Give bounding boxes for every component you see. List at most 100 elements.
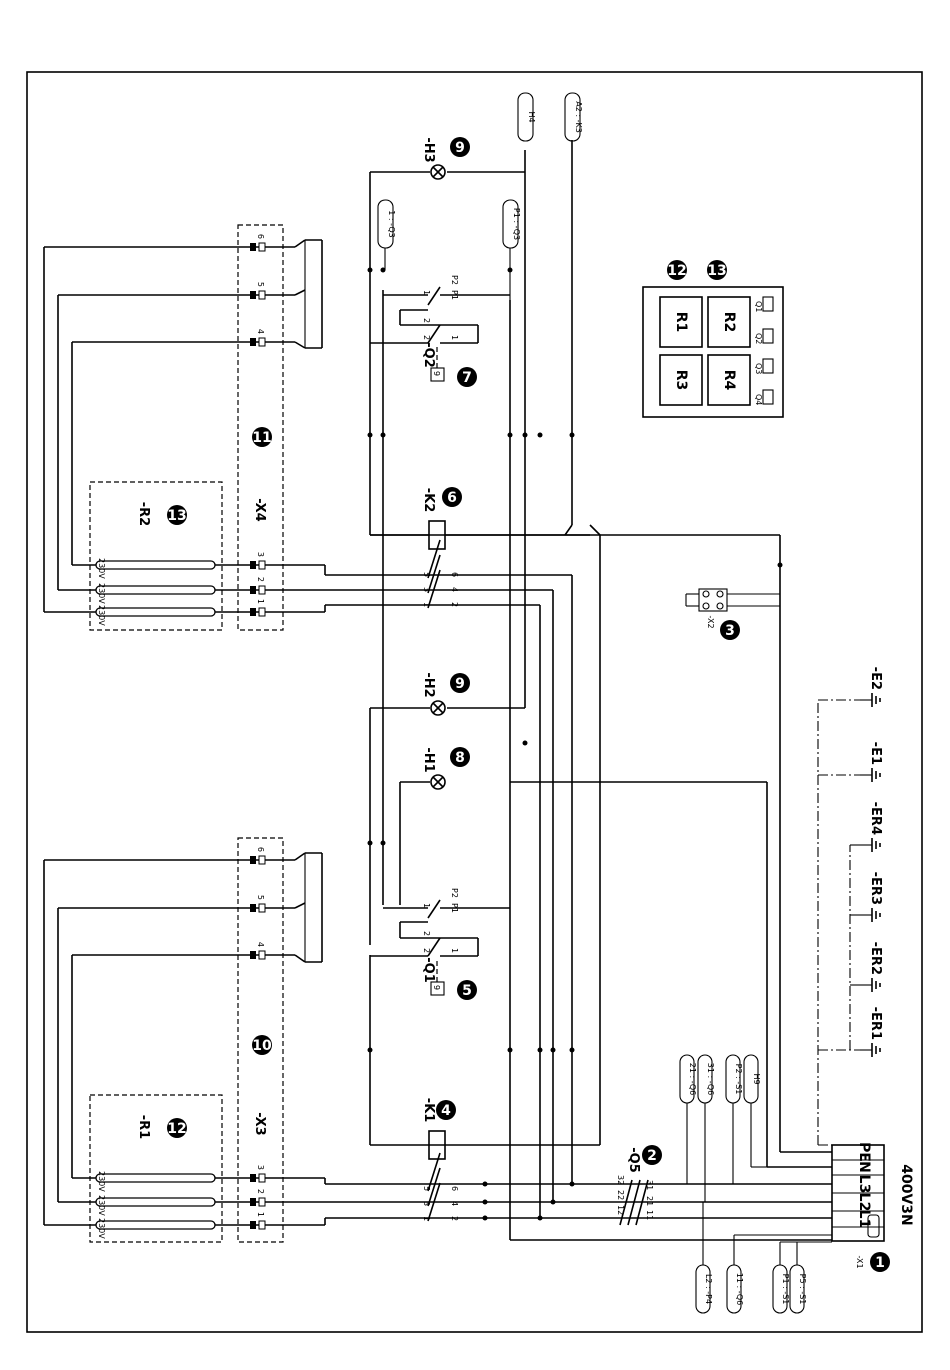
switch-label-q1: -Q1	[421, 957, 436, 983]
heater-wiring-lower	[43, 852, 326, 1230]
terminal-block-label-x4: -X4	[252, 498, 267, 521]
cross-refs-mid: 21 : -Q6 31 : -Q6 P2 : -S1 H9	[679, 1054, 767, 1202]
lamp-label-h2: -H2	[421, 672, 436, 697]
earth-icon	[860, 978, 881, 992]
earth-icon	[860, 838, 881, 852]
terminal-connector: 4	[245, 329, 270, 347]
svg-text:Q1: Q1	[754, 301, 763, 312]
svg-text:11: 11	[252, 430, 271, 446]
svg-text:1: 1	[450, 948, 459, 953]
svg-text:22: 22	[616, 1190, 625, 1200]
svg-text:4: 4	[450, 1201, 459, 1206]
earth-icon	[860, 1043, 881, 1057]
supply-wiring	[325, 535, 832, 1221]
badge-12-r1: 12	[167, 1118, 187, 1138]
xref-p2-s1: P2 : -S1	[734, 1064, 743, 1095]
terminal-connector: 3	[245, 552, 270, 570]
terminal-strip-x1: PE N L3 L2 L1 -X1	[831, 1142, 885, 1269]
svg-text:6: 6	[450, 572, 459, 577]
svg-text:13: 13	[167, 508, 186, 524]
badge-12-table: 12	[667, 260, 687, 280]
svg-text:21: 21	[645, 1196, 654, 1206]
svg-text:7: 7	[462, 370, 472, 386]
svg-text:13: 13	[707, 263, 726, 279]
svg-text:1: 1	[422, 290, 431, 295]
svg-text:2: 2	[256, 577, 265, 582]
badge-13-table: 13	[707, 260, 727, 280]
svg-text:2: 2	[422, 335, 431, 340]
terminal-connector: 2	[245, 577, 270, 595]
heater-wiring-upper	[43, 239, 326, 617]
terminal-label-l1: L1	[856, 1210, 872, 1229]
svg-text:32: 32	[616, 1175, 625, 1185]
svg-text:6: 6	[256, 847, 265, 852]
svg-text:5: 5	[256, 282, 265, 287]
contactor-label-k2: -K2	[421, 488, 436, 513]
earth-icon	[860, 693, 881, 707]
xref-a2-k3: A2 : -K3	[574, 101, 583, 133]
xref-h9: H9	[752, 1073, 761, 1084]
xref-21-q6: 21 : -Q6	[688, 1063, 697, 1096]
control-wiring	[367, 140, 832, 1241]
xref-1-q3: 1 : -Q3	[387, 210, 396, 237]
svg-text:1: 1	[422, 903, 431, 908]
switch-label-q2: -Q2	[421, 342, 436, 368]
svg-text:9: 9	[455, 676, 465, 692]
earth-label-er4: -ER4	[868, 802, 883, 835]
svg-text:9: 9	[455, 140, 465, 156]
svg-text:3: 3	[256, 552, 265, 557]
cell-r3: R3	[673, 370, 689, 391]
svg-text:230V: 230V	[97, 1195, 106, 1216]
terminal-strip-name: -X1	[855, 1255, 864, 1268]
terminal-label-l3: L3	[856, 1175, 872, 1194]
xref-p1-s1: P1 : -S1	[781, 1274, 790, 1305]
svg-text:2: 2	[256, 1189, 265, 1194]
contactor-label-k1: -K1	[421, 1098, 436, 1123]
heater-label-r1: -R1	[136, 1115, 151, 1139]
svg-text:12: 12	[167, 1121, 186, 1137]
terminal-connector: 4	[245, 942, 270, 960]
lamp-label-h3: -H3	[421, 137, 436, 162]
cell-r1: R1	[673, 312, 689, 333]
terminal-block-x3: -X3	[237, 837, 284, 1243]
svg-text:230V: 230V	[97, 558, 106, 579]
svg-text:1: 1	[256, 599, 265, 604]
badge-2: 2	[642, 1145, 662, 1165]
xref-31-q6: 31 : -Q6	[706, 1063, 715, 1096]
earth-label-er1: -ER1	[868, 1007, 883, 1040]
heater-group-r2: -R2	[89, 481, 223, 631]
position-table: R1 R2 R3 R4 Q1 Q2 Q3 Q4	[642, 286, 784, 418]
cell-r2: R2	[721, 312, 737, 333]
badge-5: 5	[457, 980, 477, 1000]
svg-text:230V: 230V	[97, 605, 106, 626]
svg-text:P1: P1	[450, 290, 459, 300]
xref-11-q6: 11 : -Q6	[735, 1273, 744, 1306]
badge-8: 8	[450, 747, 470, 767]
svg-text:P2: P2	[450, 275, 459, 285]
svg-text:1: 1	[422, 1216, 431, 1221]
diagram-frame	[26, 71, 923, 1333]
terminal-block-x4: -X4	[237, 224, 284, 631]
svg-text:2: 2	[647, 1148, 657, 1164]
badge-9-h3: 9	[450, 137, 470, 157]
terminal-label-n: N	[856, 1161, 872, 1173]
svg-text:2: 2	[422, 948, 431, 953]
badge-3: 3	[720, 620, 740, 640]
svg-text:P1: P1	[450, 903, 459, 913]
switch-q2: 9 -Q2 1 2 P1 P2 1 2	[370, 275, 510, 382]
supply-title: 400V3N	[898, 1164, 914, 1226]
svg-text:1: 1	[422, 602, 431, 607]
svg-text:-X2: -X2	[706, 615, 715, 628]
terminal-block-label-x3: -X3	[252, 1112, 267, 1135]
badge-9-h2: 9	[450, 673, 470, 693]
svg-text:31: 31	[645, 1180, 654, 1190]
heater-label-r2: -R2	[136, 502, 151, 526]
svg-text:1: 1	[875, 1255, 885, 1271]
contactor-k2: -K2 1 3 5 2 4 6	[370, 488, 600, 609]
terminal-connector: 3	[245, 1165, 270, 1183]
earth-label-e1: -E1	[868, 742, 883, 765]
svg-text:6: 6	[447, 490, 457, 506]
svg-text:4: 4	[450, 587, 459, 592]
svg-text:9: 9	[432, 985, 441, 990]
